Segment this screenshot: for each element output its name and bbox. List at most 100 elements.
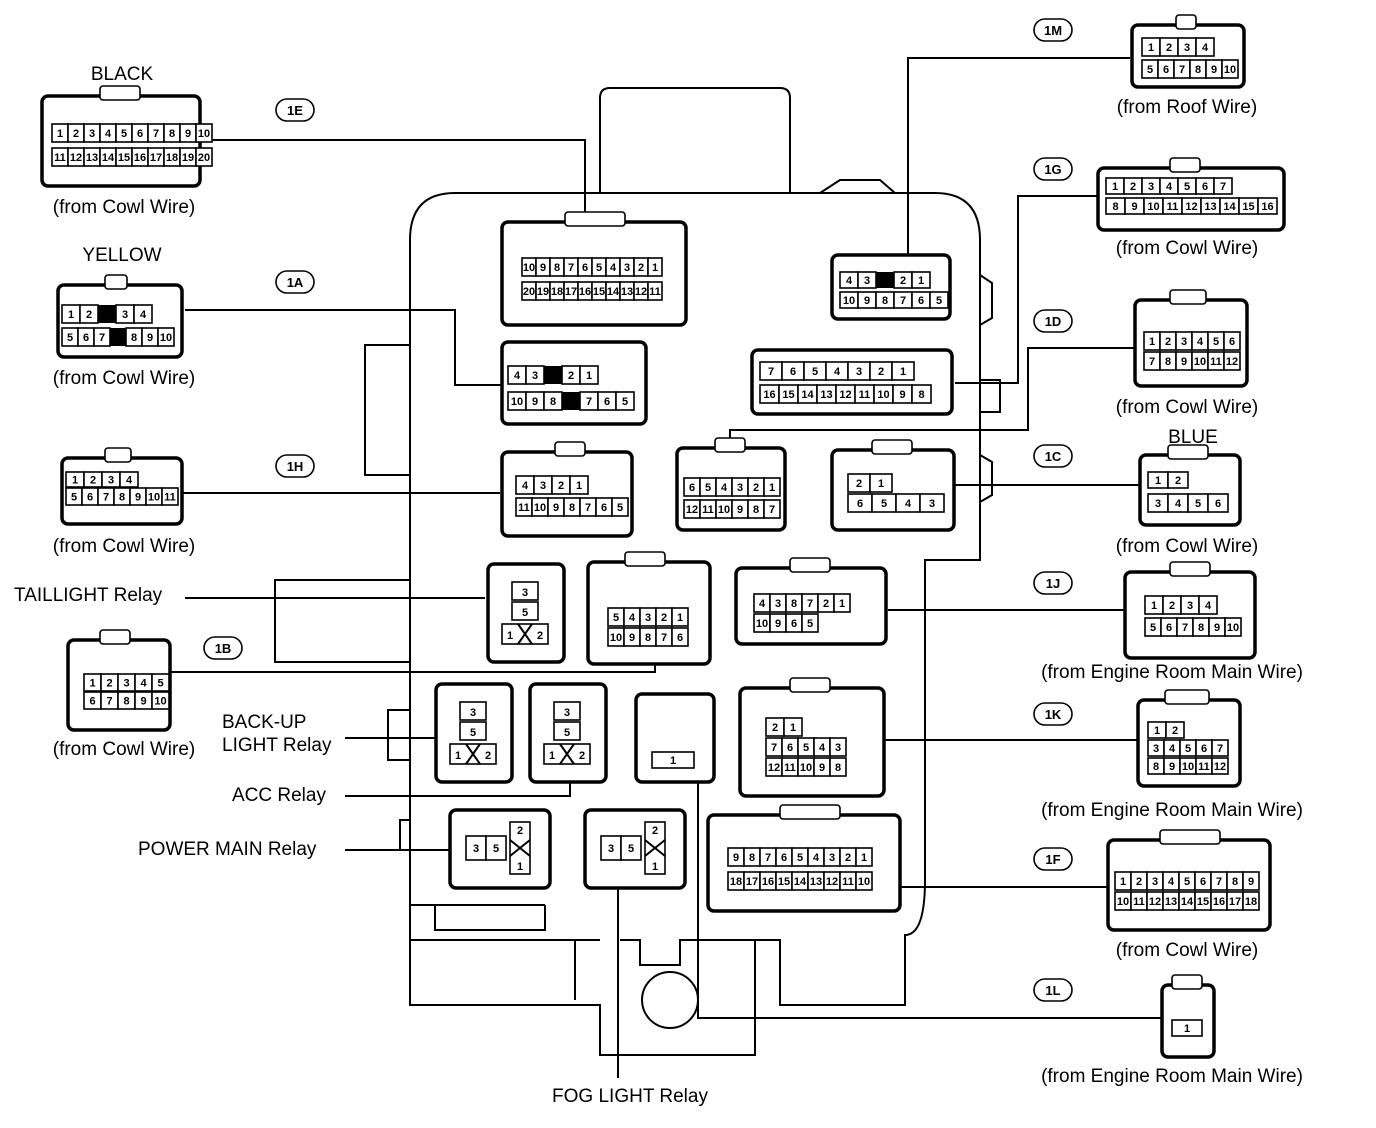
connector-1h-side-pin: 3	[108, 475, 114, 487]
block-connector-1g-pin: 13	[820, 389, 832, 401]
block-connector-1h-pin: 5	[617, 502, 623, 514]
connector-1k-side-pin: 10	[1182, 761, 1194, 773]
connector-1j-side-pin: 4	[1205, 600, 1212, 612]
block-connector-1b-pin: 6	[677, 632, 683, 644]
connector-1m-side-pin: 1	[1148, 42, 1154, 54]
block-connector-1f-pin: 9	[733, 852, 739, 864]
block-connector-1e-pin: 17	[565, 286, 577, 298]
connector-1g-side-pin: 13	[1204, 201, 1216, 213]
connector-1e-side-pin: 3	[89, 128, 95, 140]
relay-backup-light-cross-icon	[465, 743, 481, 765]
connector-1b-side-pin: 7	[106, 696, 112, 708]
block-connector-1e-pin: 1	[652, 262, 658, 274]
block-connector-1c-cell	[919, 493, 945, 513]
label-from-cowl-1h: (from Cowl Wire)	[53, 536, 196, 557]
tag-1h: 1H	[275, 454, 315, 478]
connector-1f-side-pin: 13	[1165, 896, 1177, 908]
block-connector-1e-cell	[647, 257, 663, 277]
connector-1k-side-pin: 4	[1169, 743, 1176, 755]
connector-1d-side-cell	[1223, 351, 1241, 371]
block-connector-1k-cell	[829, 757, 847, 777]
connector-1e-side-cell	[195, 147, 213, 167]
connector-1g-side-pin: 11	[1167, 201, 1179, 213]
block-connector-1a-pin: 8	[550, 396, 556, 408]
relay-fog-light-cell	[620, 835, 642, 861]
block-connector-1c-pin: 3	[929, 498, 935, 510]
block-connector-1c-pin: 2	[856, 478, 862, 490]
connector-1j-side-latch	[1169, 561, 1211, 577]
block-connector-1f-pin: 13	[810, 876, 822, 888]
block-connector-1k-pin: 2	[772, 722, 778, 734]
block-connector-1e-pin: 5	[596, 262, 602, 274]
connector-1e-side-pin: 13	[86, 152, 98, 164]
connector-1g-side-pin: 9	[1131, 201, 1137, 213]
connector-1g-side-pin: 15	[1242, 201, 1254, 213]
block-connector-1e-pin: 20	[523, 286, 535, 298]
block-connector-1a-pin: 5	[622, 396, 628, 408]
connector-1g-side-cell	[1257, 197, 1278, 215]
svg-text:1F: 1F	[1045, 852, 1060, 867]
connector-1g-side-pin: 1	[1112, 181, 1118, 193]
svg-text:1M: 1M	[1044, 23, 1062, 38]
connector-1e-side-pin: 14	[102, 152, 115, 164]
connector-1e-side-pin: 19	[182, 152, 194, 164]
block-connector-1m-cell	[929, 291, 949, 309]
connector-1d-side-cell	[1223, 331, 1241, 351]
relay-taillight-pin: 1	[507, 630, 513, 642]
block-connector-1j-pin: 2	[823, 598, 829, 610]
block-connector-1g-cell	[891, 361, 915, 381]
connector-1c-side-pin: 1	[1155, 475, 1161, 487]
connector-1k-side-pin: 12	[1214, 761, 1226, 773]
relay-backup-light-pin: 3	[470, 707, 476, 719]
connector-1j-side-pin: 7	[1182, 622, 1188, 634]
block-connector-1l-cell	[651, 751, 695, 769]
block-connector-1b-pin: 4	[629, 612, 636, 624]
block-connector-1h-pin: 3	[540, 480, 546, 492]
connector-1h-side-pin: 1	[72, 475, 78, 487]
connector-1b-side-pin: 2	[106, 678, 112, 690]
label-from-engine-1j: (from Engine Room Main Wire)	[1041, 662, 1303, 683]
block-connector-1g-pin: 2	[878, 366, 884, 378]
leader-lines	[170, 57, 1162, 1078]
connector-1d-side-pin: 6	[1229, 336, 1235, 348]
block-connector-1h-pin: 8	[569, 502, 575, 514]
connector-1h-side-pin: 6	[87, 492, 93, 504]
tag-1l: 1L	[1033, 978, 1073, 1002]
block-connector-1g-pin: 10	[877, 389, 889, 401]
block-connector-1j-pin: 3	[775, 598, 781, 610]
relay-fog-light-pin: 1	[652, 861, 658, 873]
connector-1b-side-cell	[151, 673, 170, 692]
label-from-cowl-1a: (from Cowl Wire)	[53, 368, 196, 389]
block-connector-1d-cell	[763, 477, 781, 497]
connector-1m-side-pin: 2	[1166, 42, 1172, 54]
connector-1e-side-pin: 16	[134, 152, 146, 164]
block-connector-1j-cell	[833, 593, 851, 613]
svg-text:1G: 1G	[1044, 162, 1061, 177]
block-connector-1a-pin: 4	[514, 370, 521, 382]
connector-1b-side-cell	[151, 691, 170, 710]
connector-1h-side-latch	[104, 447, 132, 463]
block-connector-1d-pin: 8	[753, 504, 759, 516]
block-connector-1j-pin: 1	[839, 598, 845, 610]
relay-fog-light-pin: 3	[608, 843, 614, 855]
connector-1m-side-pin: 3	[1184, 42, 1190, 54]
connector-1f-side-pin: 3	[1152, 876, 1158, 888]
connector-1a-side-blank	[98, 305, 116, 323]
svg-text:1H: 1H	[287, 459, 304, 474]
connector-1g-side-pin: 16	[1261, 201, 1273, 213]
block-connector-1h-pin: 6	[601, 502, 607, 514]
connector-1f-side-pin: 8	[1232, 876, 1238, 888]
block-connector-1d-cell	[763, 499, 781, 519]
relay-taillight-pin: 5	[522, 607, 528, 619]
block-connector-1h-pin: 2	[558, 480, 564, 492]
block-connector-1e-pin: 7	[568, 262, 574, 274]
block-connector-1f-pin: 7	[765, 852, 771, 864]
block-connector-1k-pin: 9	[819, 762, 825, 774]
svg-text:1E: 1E	[287, 103, 303, 118]
